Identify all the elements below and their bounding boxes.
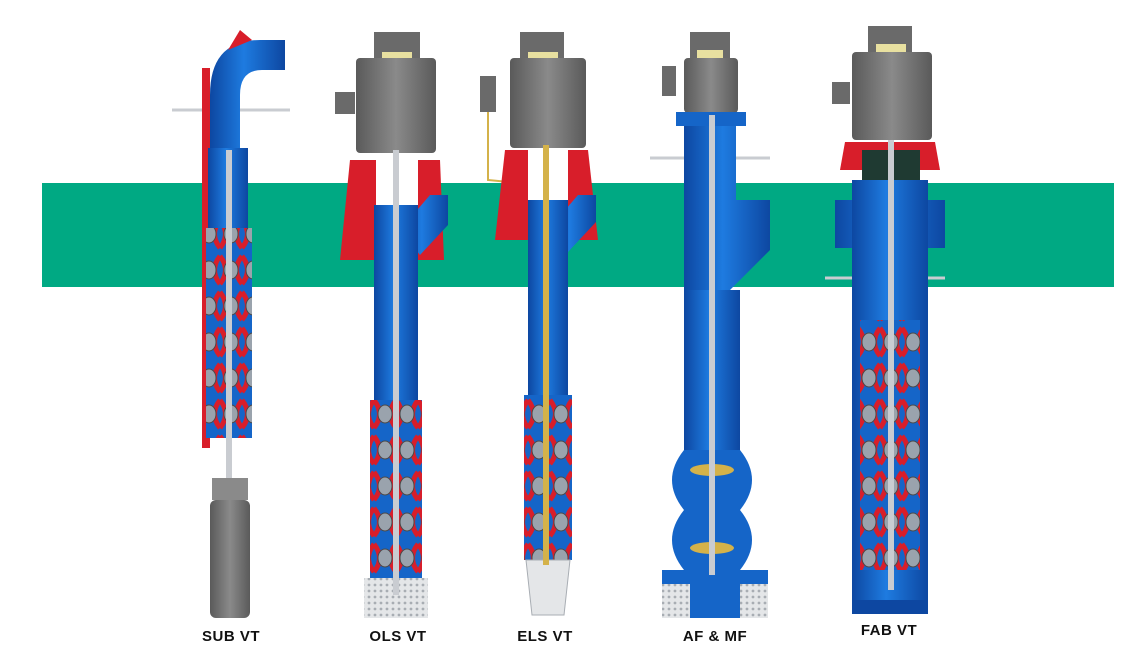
- pump-ols-vt: [335, 32, 448, 618]
- pump-fab-vt: [825, 26, 945, 614]
- pump-label-els-vt: ELS VT: [517, 628, 573, 645]
- pump-els-vt: [480, 32, 598, 616]
- pump-label-sub-vt: SUB VT: [201, 628, 261, 645]
- pump-label-af-mf: AF & MF: [682, 628, 748, 645]
- pump-af-mf: [650, 32, 770, 618]
- pump-sub-vt: [172, 30, 290, 618]
- pump-label-ols-vt: OLS VT: [369, 628, 427, 645]
- pump-label-fab-vt: FAB VT: [860, 622, 918, 639]
